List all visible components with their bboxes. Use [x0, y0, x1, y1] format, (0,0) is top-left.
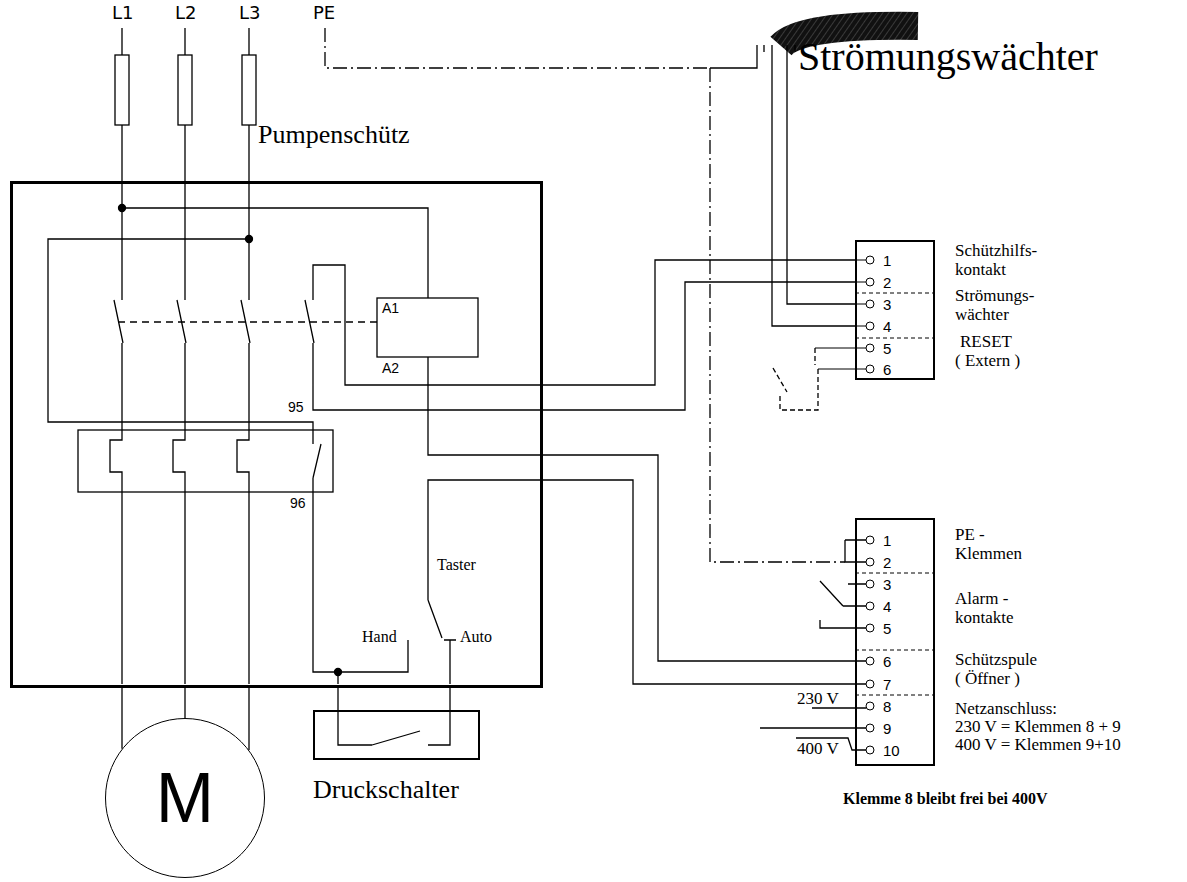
terminal-pin	[866, 322, 874, 330]
text-label: L1	[112, 3, 133, 23]
terminal-pin	[866, 536, 874, 544]
wire-connector	[543, 260, 855, 385]
text-label: PE -	[955, 526, 985, 545]
text-label: kontakt	[955, 261, 1006, 280]
text-label: Netzanschluss:	[955, 700, 1057, 719]
text-label: Klemmen	[955, 545, 1022, 564]
terminal-pin	[866, 724, 874, 732]
terminal-pin	[866, 558, 874, 566]
terminal-pin	[866, 278, 874, 286]
terminal-pin	[866, 657, 874, 665]
text-label: ( Extern )	[955, 352, 1020, 371]
terminal-pin	[866, 680, 874, 688]
terminal-pin	[866, 365, 874, 373]
wire-connector	[449, 688, 450, 710]
text-label: 400 V = Klemmen 9+10	[955, 736, 1121, 755]
text-label: RESET	[960, 333, 1012, 352]
terminal-pin	[866, 300, 874, 308]
node-text: 8	[883, 699, 891, 716]
node-text: 9	[883, 721, 891, 738]
terminal-pin	[866, 256, 874, 264]
text-label: Klemme 8 bleibt frei bei 400V	[843, 790, 1048, 808]
text-label: 95	[288, 400, 304, 415]
wire-connector	[543, 480, 855, 684]
node-text: 5	[883, 341, 891, 358]
wire-connector	[121, 688, 122, 749]
wire-connector	[787, 95, 855, 304]
text-label: ( Öffner )	[955, 670, 1020, 689]
text-label: Schützhilfs-	[955, 242, 1037, 261]
text-label: 96	[290, 496, 306, 511]
wire-connector	[248, 688, 249, 750]
flow-switch: Strömungswächter	[750, 5, 1180, 95]
terminal-pin	[866, 746, 874, 754]
terminal-pin	[866, 602, 874, 610]
text-label: wächter	[955, 306, 1009, 325]
text-label: A2	[382, 361, 399, 376]
node-text: 10	[883, 743, 900, 760]
pressure-switch: Druckschalter	[313, 710, 480, 760]
terminal-pin	[866, 702, 874, 710]
node-text: Strömungswächter	[798, 35, 1098, 79]
wire-connector	[543, 282, 855, 410]
node-text: 5	[883, 621, 891, 638]
node-text: 4	[883, 319, 891, 336]
node-text: 1	[883, 253, 891, 270]
node-text: 7	[883, 677, 891, 694]
contactor-housing: Pumpenschütz	[10, 181, 543, 688]
text-label: Hand	[362, 628, 397, 646]
node-text: 3	[883, 297, 891, 314]
node-text: 4	[883, 599, 891, 616]
terminal-pin	[866, 580, 874, 588]
node-text: 2	[883, 555, 891, 572]
node-text: Druckschalter	[313, 776, 459, 805]
node-text: Pumpenschütz	[258, 121, 410, 150]
node-text: 1	[883, 533, 891, 550]
wire-connector	[184, 688, 185, 718]
text-label: PE	[313, 3, 335, 23]
node-text: 2	[883, 275, 891, 292]
wire-connector	[772, 95, 855, 326]
motor-circle: M	[105, 718, 265, 878]
node-text: M	[156, 760, 214, 837]
text-label: L2	[175, 3, 196, 23]
terminal-pin	[866, 624, 874, 632]
text-label: 230 V = Klemmen 8 + 9	[955, 718, 1121, 737]
text-label: Taster	[437, 556, 476, 574]
node-text: 3	[883, 577, 891, 594]
node-text: 6	[883, 654, 891, 671]
terminal-block: 1 2 3 4 5 6	[855, 240, 935, 380]
text-label: kontakte	[955, 609, 1014, 628]
wire-connector	[337, 688, 338, 710]
text-label: 400 V	[797, 740, 839, 759]
terminal-pin	[866, 344, 874, 352]
text-label: A1	[382, 301, 399, 316]
text-label: L3	[239, 3, 260, 23]
text-label: Auto	[460, 628, 492, 646]
text-label: Alarm -	[955, 590, 1008, 609]
node-text: 6	[883, 362, 891, 379]
text-label: Schützspule	[955, 651, 1037, 670]
terminal-block: 1 2 3 4 5 6 7 8 9 10	[855, 518, 935, 766]
text-label: Strömungs-	[955, 287, 1034, 306]
wire-connector	[543, 455, 855, 661]
text-label: 230 V	[797, 690, 839, 709]
